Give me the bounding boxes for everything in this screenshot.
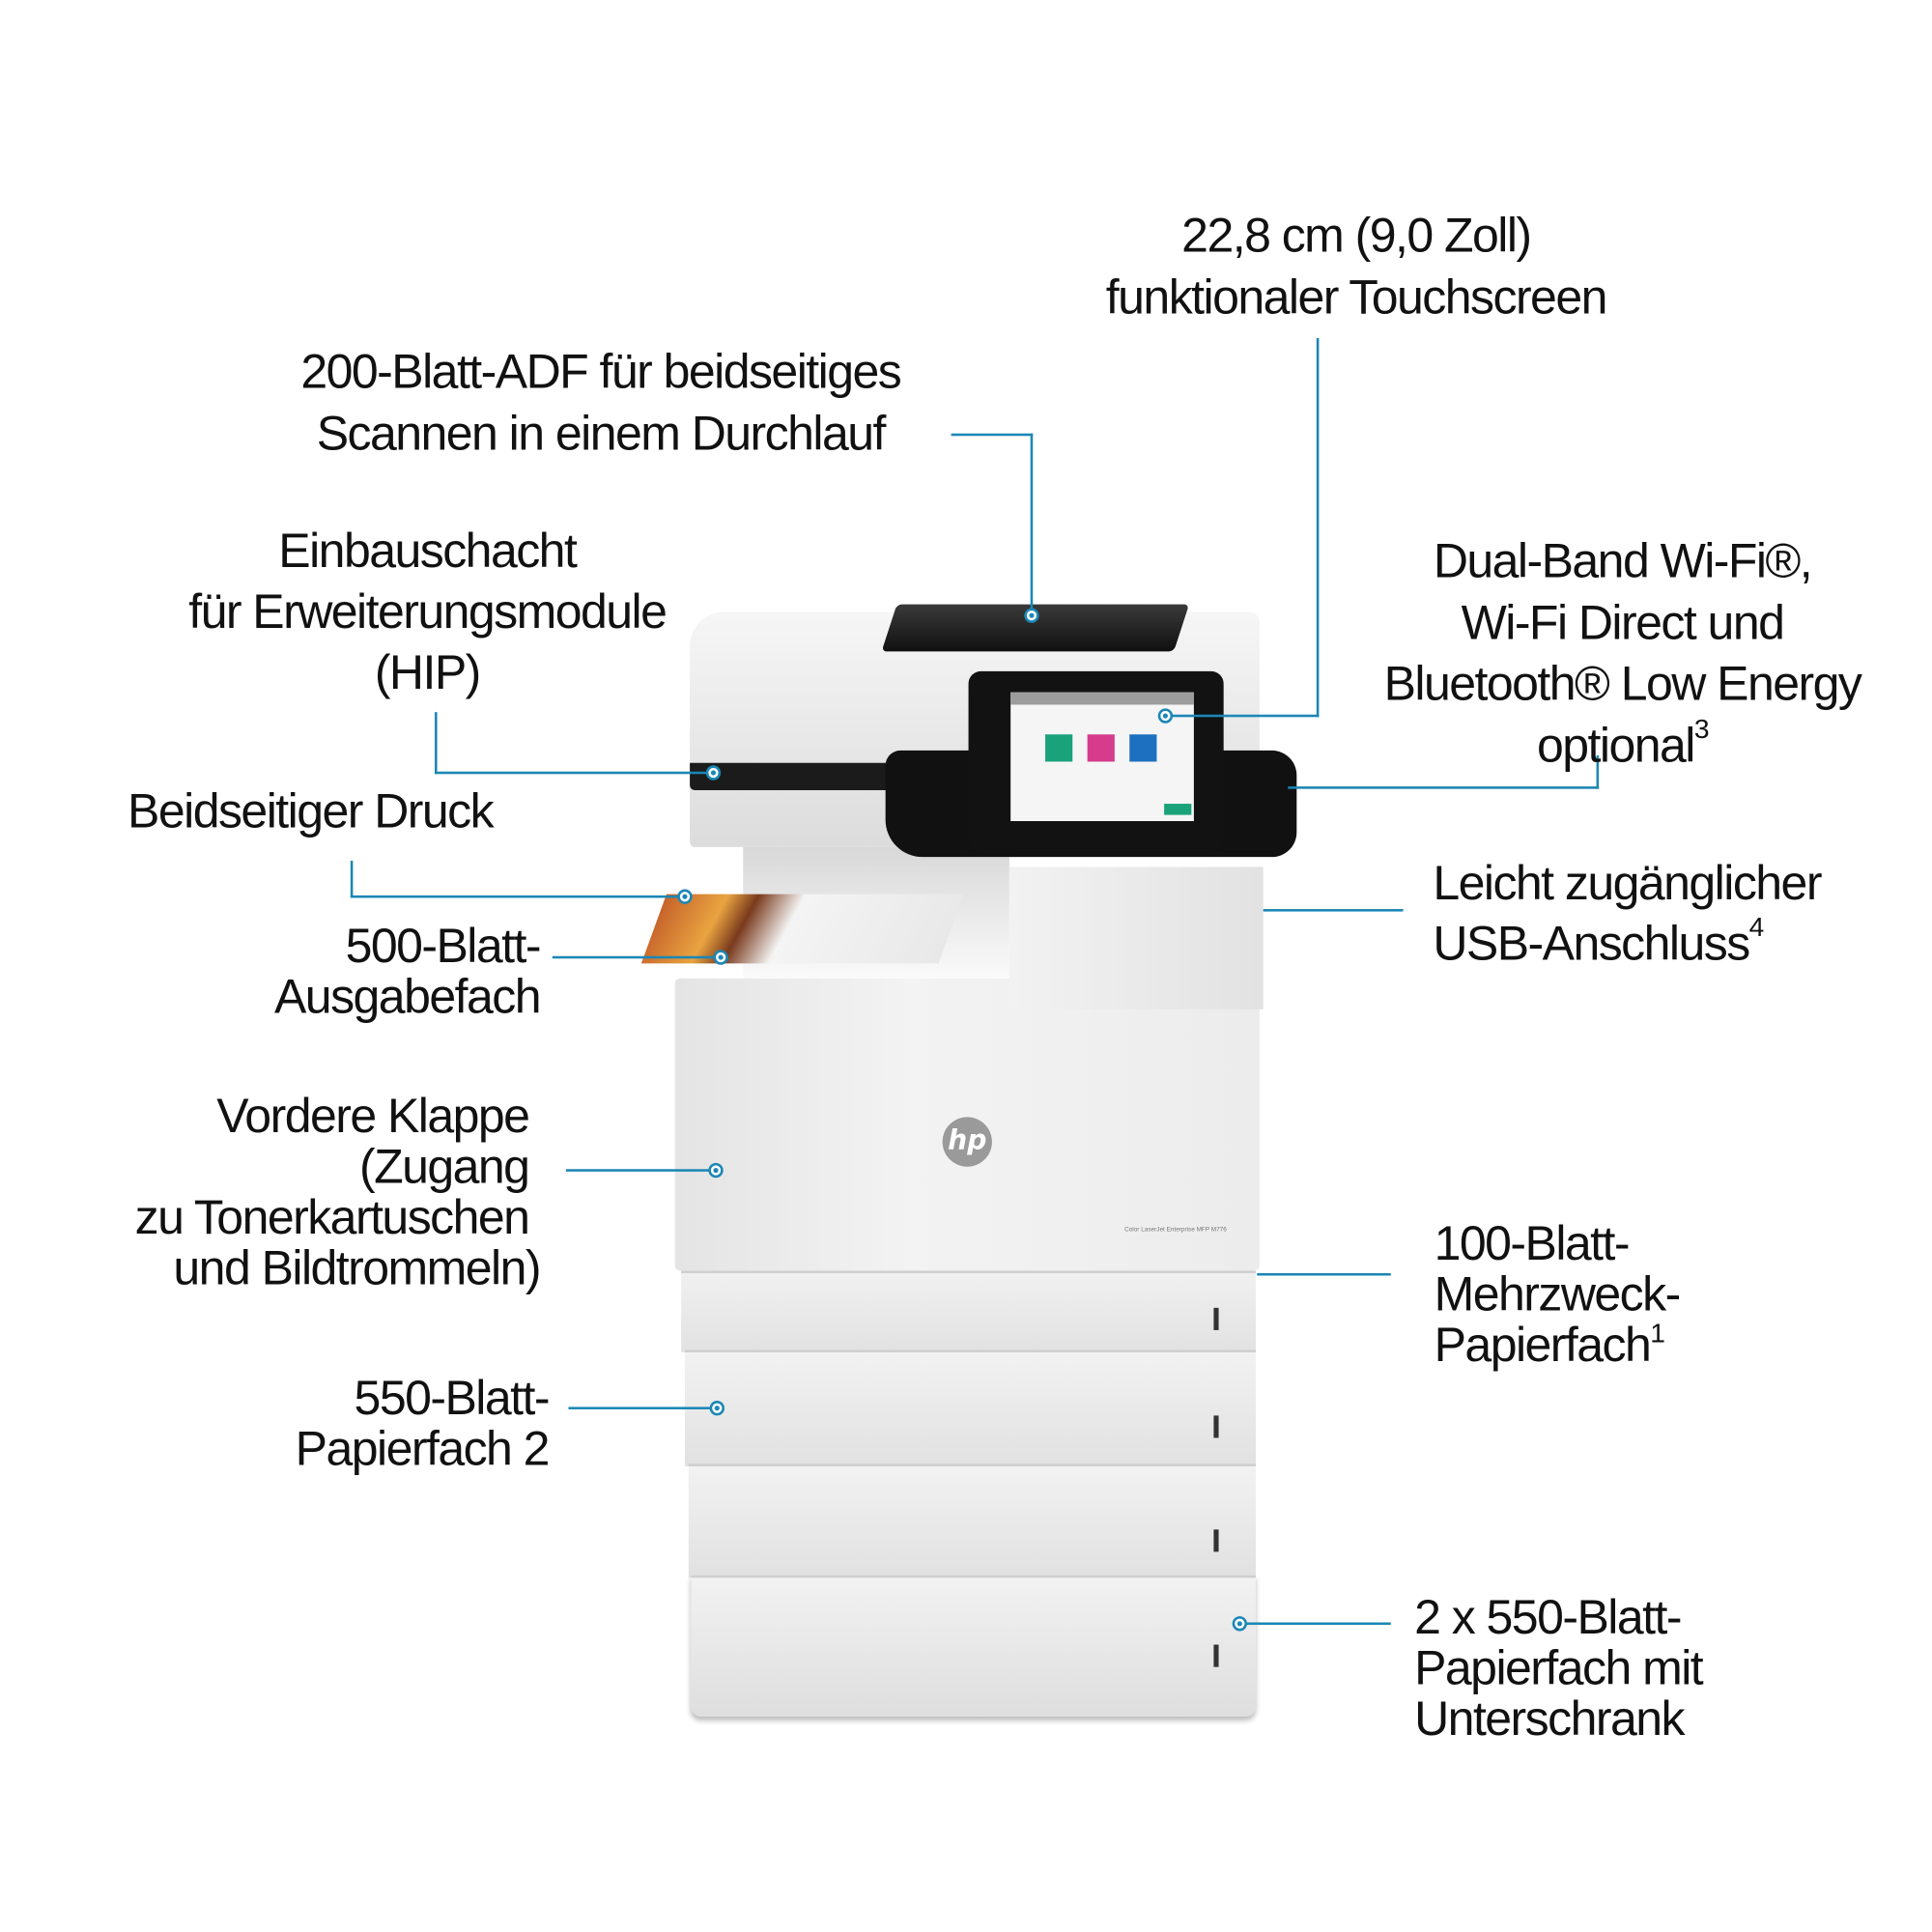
tray-handle (1213, 1415, 1219, 1438)
touchscreen-label-line: funktionaler Touchscreen (1105, 270, 1608, 325)
right-column (1009, 867, 1264, 1009)
cabinet-dot (1232, 1616, 1248, 1632)
tray-2 (684, 1350, 1256, 1466)
cabinet-label: 2 x 550-Blatt- Papierfach mit Unterschra… (1414, 1591, 1704, 1747)
touchscreen-leader (1165, 714, 1320, 718)
touchscreen-label-line: 22,8 cm (9,0 Zoll) (1181, 209, 1532, 263)
tray-handle (1213, 1644, 1219, 1667)
mp-tray-text: Papierfach (1434, 1319, 1652, 1373)
wifi-leader (1596, 755, 1600, 789)
duplex-dot (677, 889, 693, 904)
mp-tray-label: 100-Blatt- Mehrzweck- Papierfach1 (1434, 1217, 1682, 1373)
print-tile-icon (1129, 734, 1157, 762)
output-bin-dot (713, 950, 728, 965)
usb-label-line: Leicht zugänglicher (1433, 857, 1822, 911)
tray2-label-line: 550-Blatt- (354, 1372, 551, 1426)
touchscreen-leader (1316, 337, 1320, 718)
adf-leader (951, 433, 1034, 437)
mp-tray-label-line: Mehrzweck- (1434, 1267, 1682, 1321)
hp-logo: hp (942, 1117, 992, 1167)
cabinet-label-line: 2 x 550-Blatt- (1414, 1591, 1682, 1645)
mp-tray-leader (1257, 1272, 1391, 1276)
output-bin-label-line: 500-Blatt- (345, 920, 542, 974)
output-bin-leader (552, 955, 722, 959)
duplex-leader (350, 861, 354, 898)
front-door-label-line: Vordere Klappe (216, 1090, 530, 1144)
tray-mp (681, 1270, 1256, 1352)
hip-leader (434, 771, 714, 775)
footnote-marker: 1 (1650, 1318, 1665, 1350)
cabinet-label-line: Unterschrank (1414, 1692, 1685, 1747)
model-name: Color LaserJet Enterprise MFP M776 (1124, 1226, 1227, 1234)
hip-label: Einbauschacht für Erweiterungsmodule (HI… (118, 522, 737, 703)
touchscreen-dot (1157, 708, 1174, 724)
wifi-label: Dual-Band Wi-Fi®, Wi-Fi Direct und Bluet… (1338, 531, 1908, 777)
screen-header (1010, 692, 1194, 705)
wifi-label-line: optional3 (1338, 715, 1908, 776)
mp-tray-label-line: Papierfach1 (1434, 1318, 1680, 1373)
front-door-leader (565, 1169, 717, 1172)
cabinet-leader (1239, 1622, 1391, 1626)
front-door-label-line: und Bildtrommeln) (173, 1241, 541, 1296)
duplex-label-line: Beidseitiger Druck (128, 784, 495, 838)
hip-label-line: für Erweiterungsmodule (188, 585, 668, 639)
footnote-marker: 3 (1693, 712, 1710, 744)
adf-label-line: Scannen in einem Durchlauf (316, 407, 887, 461)
duplex-leader (350, 895, 685, 898)
hip-leader (434, 712, 438, 775)
touchscreen (968, 670, 1224, 853)
tray-handle (1213, 1307, 1219, 1330)
tray-handle (1213, 1529, 1219, 1552)
hip-label-line: (HIP) (374, 646, 482, 700)
usb-label: Leicht zugänglicher USB-Anschluss4 (1433, 853, 1822, 975)
front-door-label-line: (Zugang (358, 1140, 530, 1194)
adf-label-line: 200-Blatt-ADF für beidseitiges (300, 345, 901, 399)
front-door-label: Vordere Klappe (Zugang zu Tonerkartusche… (44, 1090, 542, 1296)
output-bin-label-line: Ausgabefach (273, 971, 542, 1025)
adf-leader (1030, 433, 1034, 617)
screen-display (1010, 692, 1194, 821)
usb-label-line: USB-Anschluss4 (1433, 914, 1821, 975)
adf-label: 200-Blatt-ADF für beidseitiges Scannen i… (229, 342, 972, 466)
wifi-optional: optional (1536, 719, 1695, 773)
usb-leader (1263, 909, 1404, 912)
output-paper (640, 894, 964, 964)
touchscreen-label: 22,8 cm (9,0 Zoll) funktionaler Touchscr… (1046, 206, 1665, 329)
tray2-label-line: Papierfach 2 (295, 1423, 551, 1477)
copy-tile-icon (1045, 734, 1073, 762)
wifi-label-line: Wi-Fi Direct und (1461, 596, 1785, 650)
mp-tray-label-line: 100-Blatt- (1434, 1217, 1631, 1271)
footnote-marker: 4 (1748, 911, 1765, 943)
front-door-dot (708, 1162, 724, 1179)
wifi-label-line: Bluetooth® Low Energy (1383, 657, 1862, 711)
tray-4 (691, 1575, 1256, 1717)
adf-dot (1024, 608, 1039, 623)
tray-3 (688, 1463, 1256, 1578)
tray2-dot (709, 1400, 724, 1416)
tray2-leader (568, 1406, 718, 1409)
output-bin-label: 500-Blatt- Ausgabefach (168, 920, 542, 1025)
start-button (1164, 804, 1192, 815)
cabinet-label-line: Papierfach mit (1414, 1641, 1704, 1696)
tray2-label: 550-Blatt- Papierfach 2 (177, 1372, 551, 1477)
wifi-label-line: Dual-Band Wi-Fi®, (1433, 534, 1813, 588)
scan-tile-icon (1087, 734, 1115, 762)
hip-dot (705, 765, 722, 781)
hip-label-line: Einbauschacht (278, 525, 578, 579)
front-door-label-line: zu Tonerkartuschen (134, 1191, 530, 1245)
duplex-label: Beidseitiger Druck (128, 784, 495, 838)
wifi-leader (1288, 786, 1600, 789)
usb-port-text: USB-Anschluss (1433, 917, 1750, 972)
